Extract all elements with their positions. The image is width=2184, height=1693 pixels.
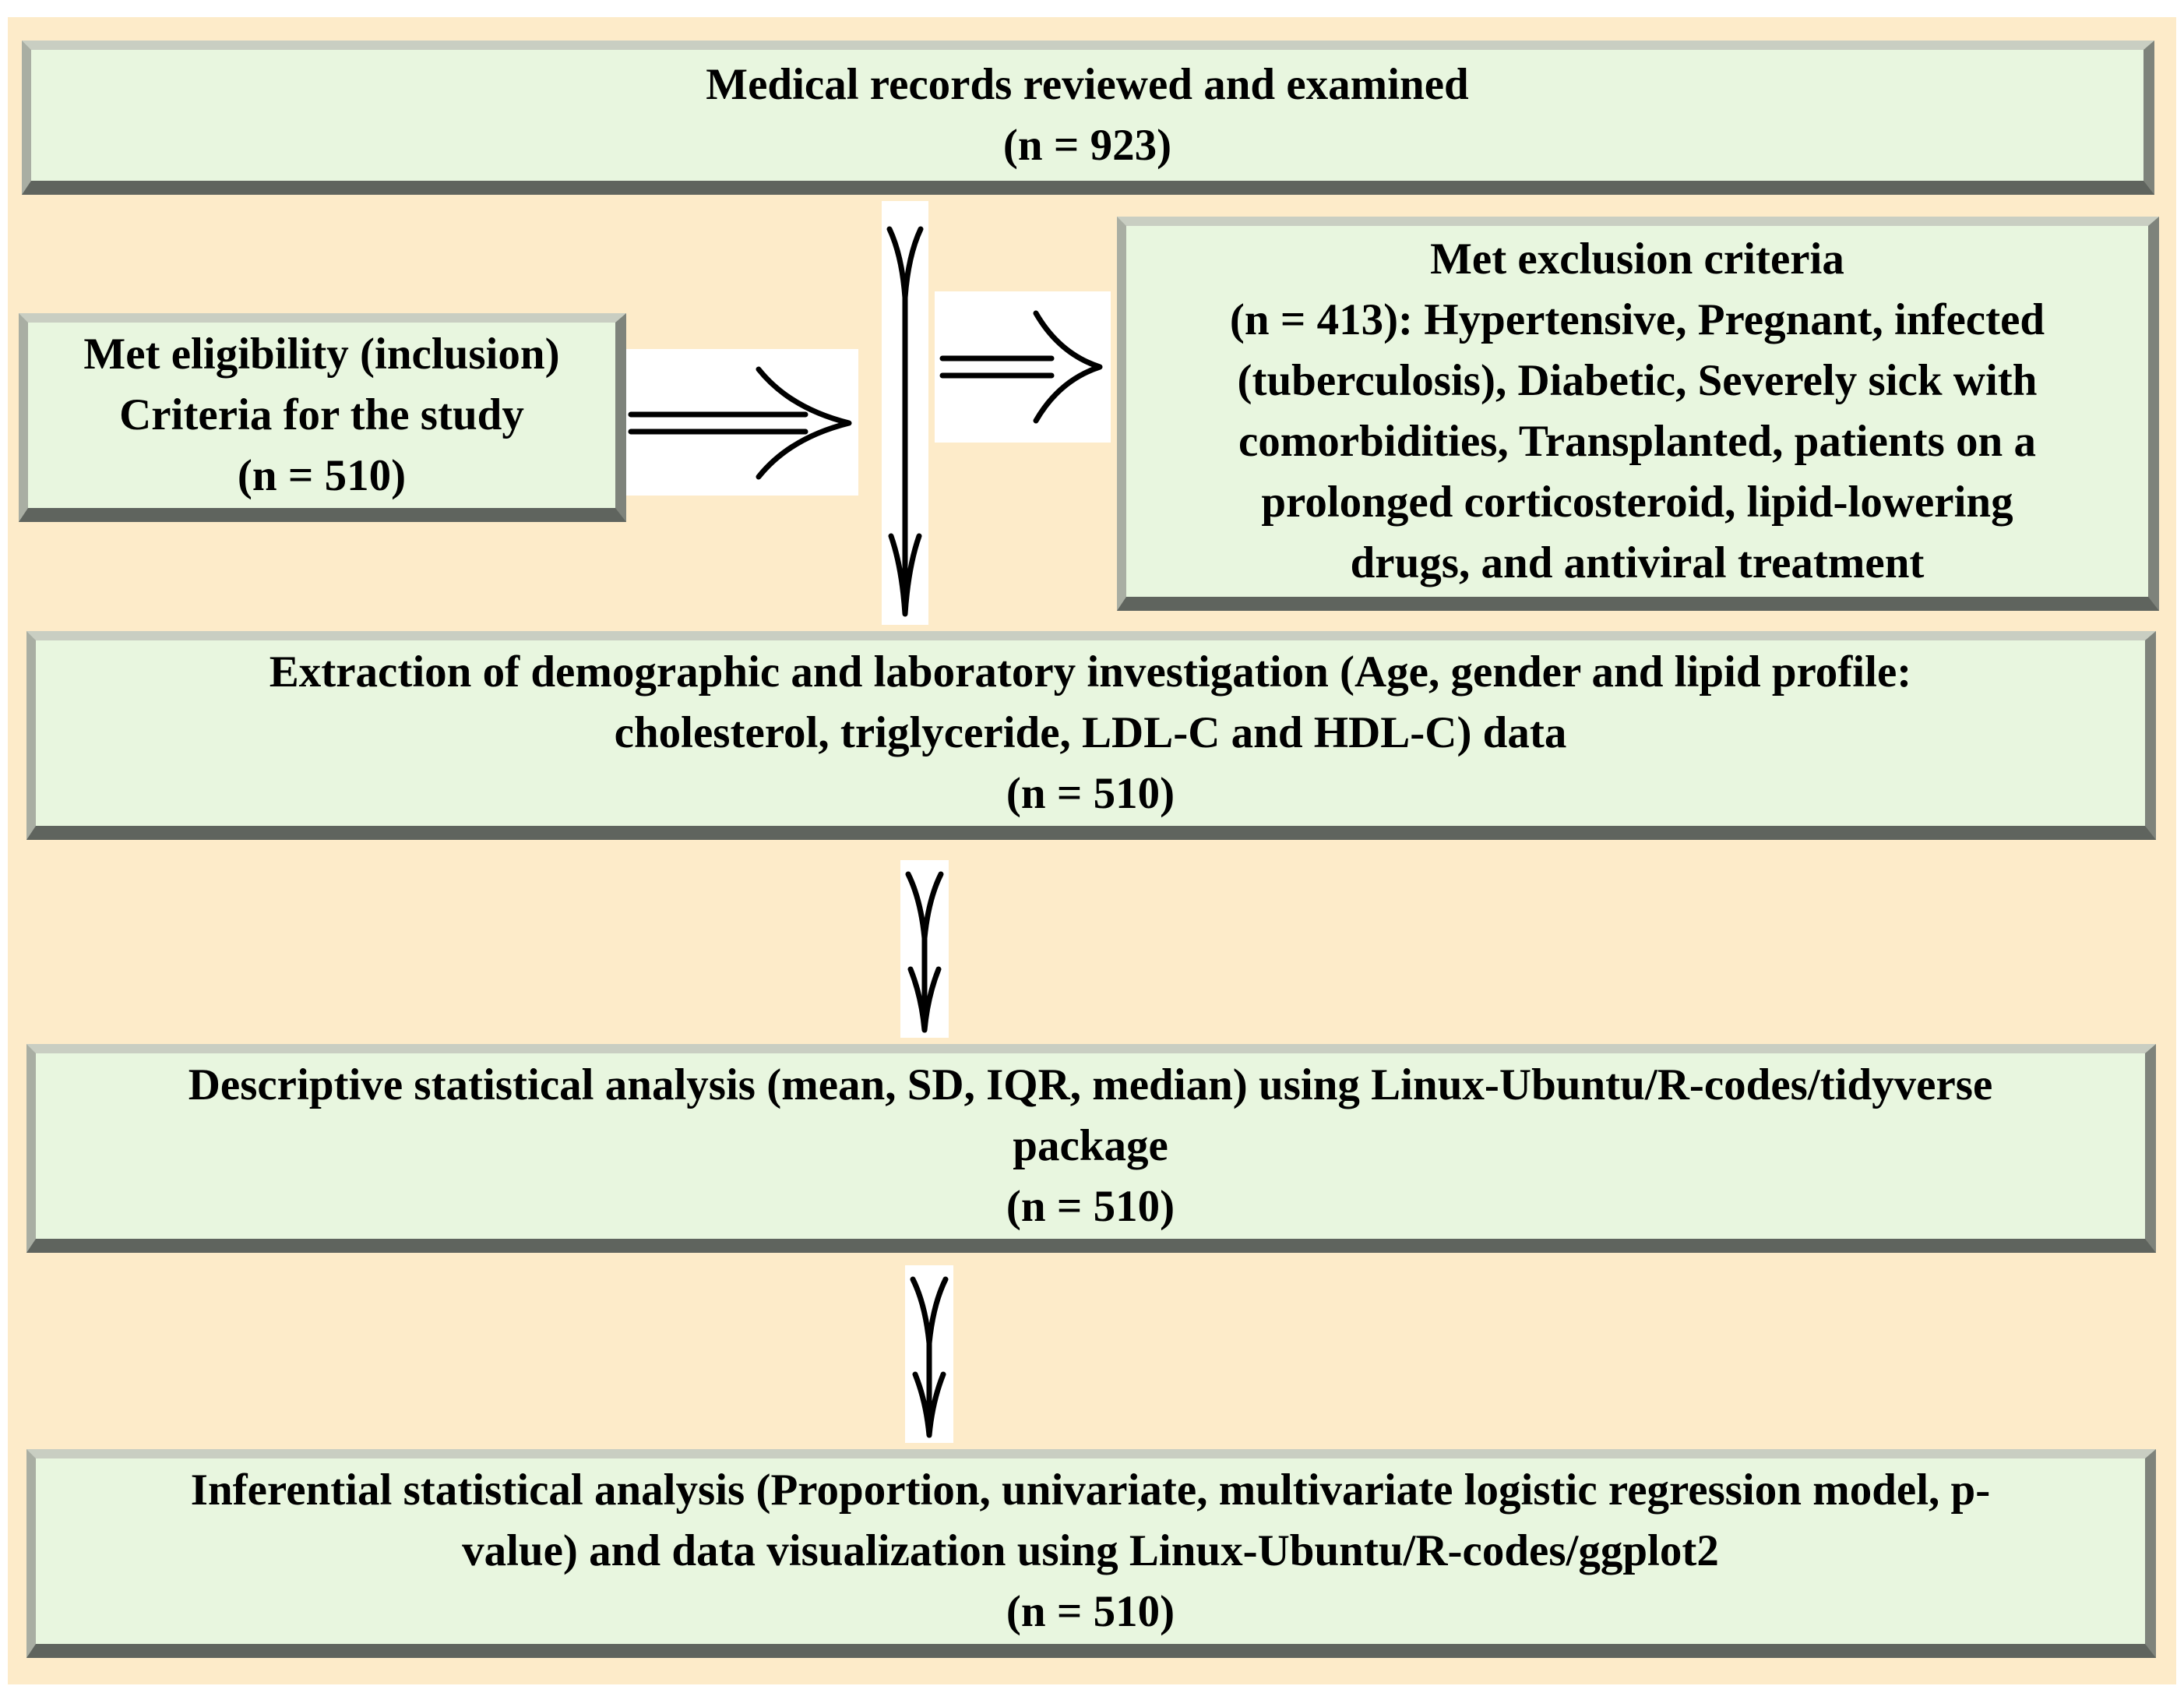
inferential-analysis-box: Inferential statistical analysis (Propor…: [26, 1449, 2156, 1658]
exclusion-line-6: drugs, and antiviral treatment: [1350, 538, 1925, 587]
down-arrow-icon: [886, 226, 924, 617]
data-extraction-box: Extraction of demographic and laboratory…: [26, 631, 2156, 840]
exclusion-line-5: prolonged corticosteroid, lipid-lowering: [1261, 478, 2013, 527]
exclusion-line-3: (tuberculosis), Diabetic, Severely sick …: [1237, 356, 2038, 405]
right-arrow-icon: [939, 310, 1103, 424]
inferential-line-2: value) and data visualization using Linu…: [462, 1526, 1719, 1575]
exclusion-line-4: comorbidities, Transplanted, patients on…: [1238, 417, 2036, 466]
exclusion-criteria-box: Met exclusion criteria (n = 413): Hypert…: [1117, 217, 2159, 611]
down-arrow-icon: [905, 871, 944, 1033]
eligibility-line-2: Criteria for the study: [119, 390, 524, 439]
exclusion-title: Met exclusion criteria: [1430, 235, 1844, 284]
records-reviewed-count: (n = 923): [1002, 121, 1172, 170]
eligibility-line-1: Met eligibility (inclusion): [83, 330, 560, 379]
eligibility-arrow-background: [626, 349, 858, 496]
descriptive-analysis-box: Descriptive statistical analysis (mean, …: [26, 1044, 2156, 1253]
descriptive-line-2: package: [1013, 1121, 1168, 1170]
extraction-line-1: Extraction of demographic and laboratory…: [269, 647, 1912, 697]
flowchart-canvas: Medical records reviewed and examined (n…: [8, 17, 2176, 1684]
descriptive-line-1: Descriptive statistical analysis (mean, …: [188, 1060, 1993, 1109]
extraction-line-2: cholesterol, triglyceride, LDL-C and HDL…: [614, 708, 1567, 757]
down-arrow-icon: [910, 1276, 949, 1438]
exclusion-arrow-background: [935, 291, 1111, 443]
records-reviewed-title: Medical records reviewed and examined: [706, 60, 1469, 109]
inferential-line-1: Inferential statistical analysis (Propor…: [190, 1466, 1991, 1515]
records-reviewed-box: Medical records reviewed and examined (n…: [22, 41, 2154, 195]
left-branch-arrow-icon: [628, 366, 852, 480]
descriptive-count: (n = 510): [1006, 1182, 1175, 1231]
extraction-count: (n = 510): [1006, 769, 1175, 818]
exclusion-line-2: (n = 413): Hypertensive, Pregnant, infec…: [1229, 295, 2045, 344]
eligibility-count: (n = 510): [237, 451, 407, 500]
inferential-count: (n = 510): [1006, 1587, 1175, 1636]
eligibility-box: Met eligibility (inclusion) Criteria for…: [19, 313, 626, 522]
